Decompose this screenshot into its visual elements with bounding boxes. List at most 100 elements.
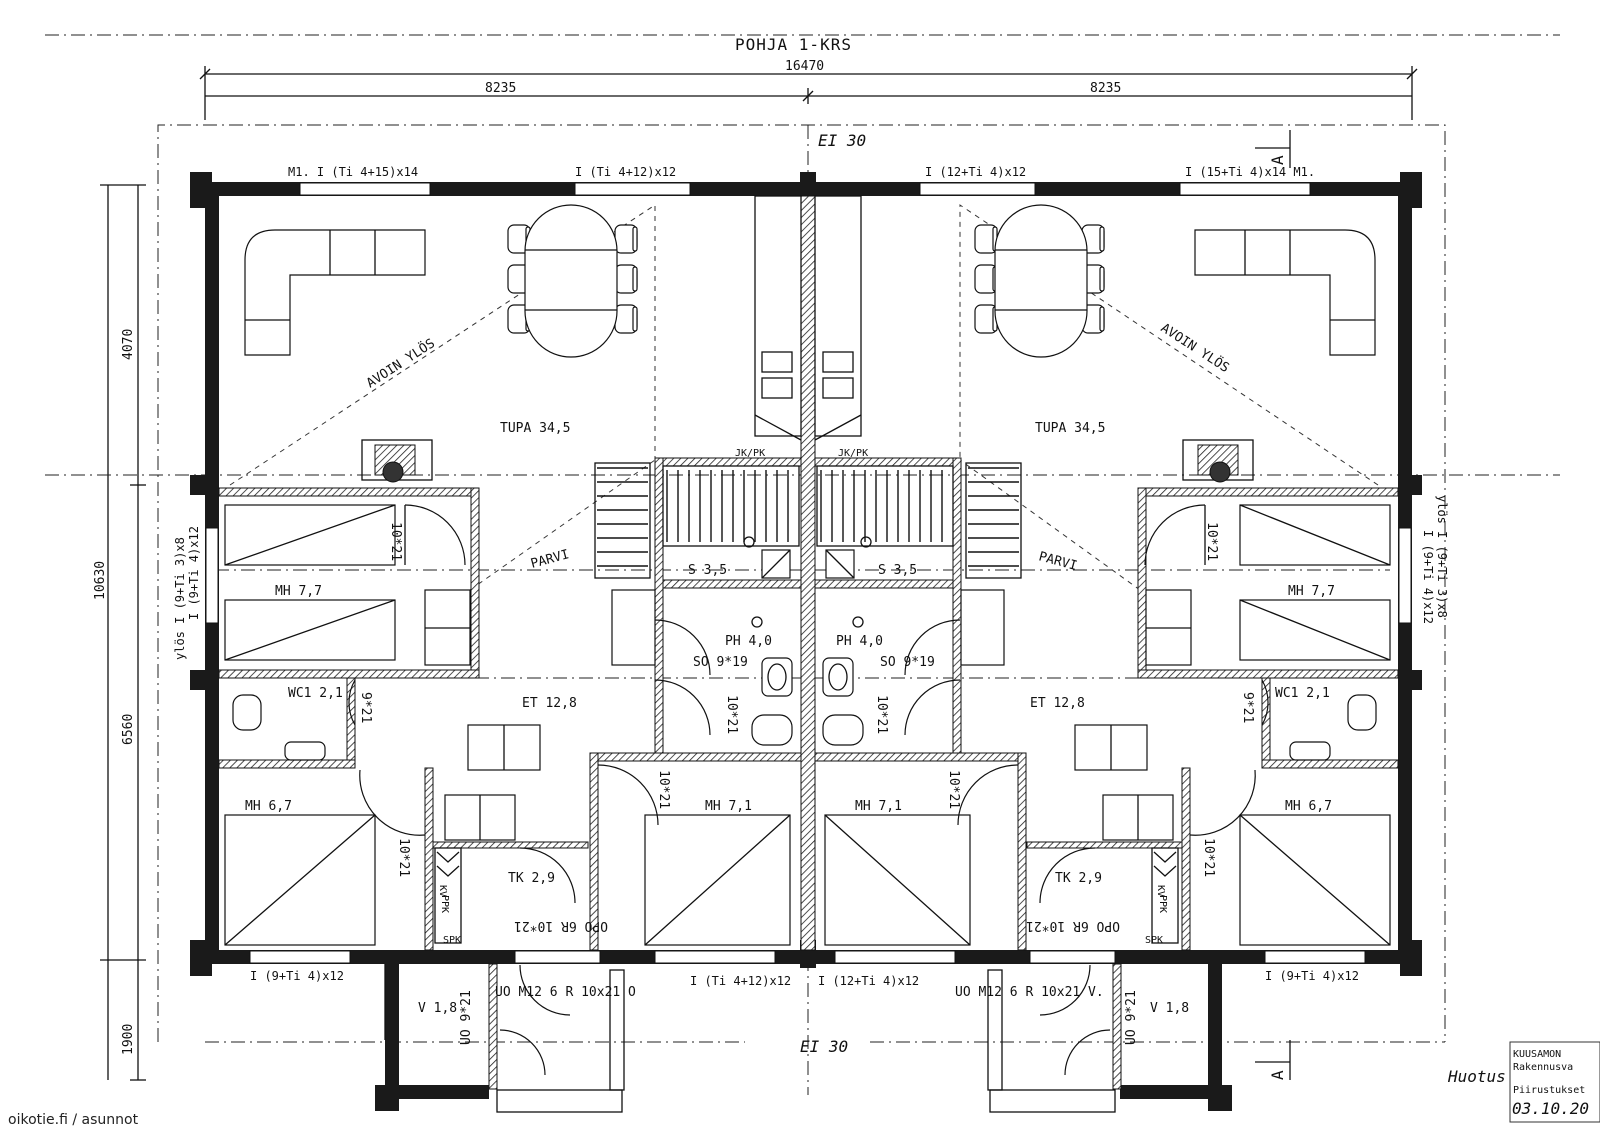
room-sauna-left: S 3,5	[688, 563, 727, 578]
wardrobes-and-tables	[424, 589, 1192, 841]
label-jkpk-left: JK/PK	[735, 448, 765, 459]
firewall-label-top: EI 30	[818, 131, 866, 150]
room-mh-lower-right: MH 6,7	[1285, 799, 1332, 814]
label-kv-left: KV	[437, 885, 448, 897]
window-label-side-right-b: ylös I (9+Ti 3)x8	[1435, 495, 1449, 618]
label-jkpk-right: JK/PK	[838, 448, 868, 459]
door-label-v-left: UO 9*21	[459, 990, 474, 1045]
door-label-mh-mid-right: 10*21	[946, 770, 961, 809]
firewall-label-bottom: EI 30	[800, 1037, 848, 1056]
door-label-so-right: SO 9*19	[880, 655, 935, 670]
room-mh-upper-left: MH 7,7	[275, 584, 322, 599]
dimension-porch: 1900	[121, 1024, 136, 1055]
watermark: oikotie.fi / asunnot	[8, 1112, 139, 1128]
door-label-mh-lower-right: 10*21	[1201, 838, 1216, 877]
door-label-wc-right: 9*21	[1240, 692, 1255, 723]
interior-walls	[218, 457, 1399, 951]
room-sauna-right: S 3,5	[878, 563, 917, 578]
door-label-entry-right: UO M12 6 R 10x21 V.	[955, 985, 1104, 1000]
plan-title: POHJA 1-KRS	[735, 35, 852, 54]
door-label-2: 10*21	[1204, 522, 1219, 561]
door-label-mh-lower-left: 10*21	[396, 838, 411, 877]
stamp-date: 03.10.20	[1512, 1099, 1589, 1118]
stamp-signature: Huotus	[1447, 1067, 1506, 1086]
stamp-line-1: KUUSAMON	[1513, 1049, 1561, 1060]
stamp-line-2: Rakennusva	[1513, 1062, 1573, 1073]
room-tupa-right: TUPA 34,5	[1035, 421, 1105, 436]
section-markers	[1255, 130, 1291, 1080]
door-label-mh-mid-left: 10*21	[656, 770, 671, 809]
fireplace-left	[361, 439, 433, 483]
room-mh-upper-right: MH 7,7	[1288, 584, 1335, 599]
room-mh-lower-left: MH 6,7	[245, 799, 292, 814]
room-mh-mid-right: MH 7,1	[855, 799, 902, 814]
open-to-above-lines	[229, 204, 1379, 591]
sofa-left	[244, 229, 426, 356]
door-label-wc-left: 9*21	[358, 692, 373, 723]
stairs	[594, 462, 1022, 579]
sofa-right	[1194, 229, 1376, 356]
room-et-left: ET 12,8	[522, 696, 577, 711]
dining-table-right	[974, 204, 1105, 358]
label-ppk-left: PPK	[439, 895, 450, 913]
room-tk-left: TK 2,9	[508, 871, 555, 886]
door-label-v-right: UO 9*21	[1124, 990, 1139, 1045]
door-label-closet-left: OPO 6R 10*21	[514, 918, 608, 933]
dining-table-left	[507, 204, 638, 358]
door-label-so-left: SO 9*19	[693, 655, 748, 670]
label-spk-right: SPK	[1145, 935, 1163, 946]
dimension-lines-top	[199, 66, 1418, 120]
room-ph-left: PH 4,0	[725, 634, 772, 649]
section-mark-top: A	[1268, 154, 1287, 165]
label-spk-left: SPK	[443, 935, 461, 946]
dimension-total-width: 16470	[785, 59, 824, 74]
window-label-bottom-3: I (12+Ti 4)x12	[818, 974, 919, 988]
dimension-depth-total: 10630	[93, 561, 108, 600]
closet-shelving	[434, 847, 1179, 944]
room-wc-left: WC1 2,1	[288, 686, 343, 701]
door-label-ph-right: 10*21	[874, 695, 889, 734]
room-ph-right: PH 4,0	[836, 634, 883, 649]
door-label-ph-left: 10*21	[724, 695, 739, 734]
window-label-top-3: I (12+Ti 4)x12	[925, 165, 1026, 179]
window-label-side-right-a: I (9+Ti 4)x12	[1421, 530, 1435, 624]
party-wall	[800, 195, 816, 951]
room-v-right: V 1,8	[1150, 1001, 1189, 1016]
room-et-right: ET 12,8	[1030, 696, 1085, 711]
room-tupa-left: TUPA 34,5	[500, 421, 570, 436]
dimension-left-half: 8235	[485, 81, 516, 96]
room-mh-mid-left: MH 7,1	[705, 799, 752, 814]
bathroom-fixtures	[232, 536, 1377, 761]
door-label-1: 10*21	[388, 522, 403, 561]
dimension-depth-lower: 6560	[121, 714, 136, 745]
fireplace-right	[1182, 439, 1254, 483]
dimension-depth-top: 4070	[121, 329, 136, 360]
window-label-side-left-b: I (9+Ti 4)x12	[187, 526, 201, 620]
window-label-bottom-1: I (9+Ti 4)x12	[250, 969, 344, 983]
dimension-lines-left	[100, 184, 146, 1081]
window-label-bottom-4: I (9+Ti 4)x12	[1265, 969, 1359, 983]
room-v-left: V 1,8	[418, 1001, 457, 1016]
kitchen-counters	[754, 195, 862, 441]
label-ppk-right: PPK	[1157, 895, 1168, 913]
window-label-top-2: I (Ti 4+12)x12	[575, 165, 676, 179]
stamp-line-3: Piirustukset	[1513, 1085, 1585, 1096]
door-label-entry-left: UO M12 6 R 10x21 O	[495, 985, 636, 1000]
section-mark-bottom: A	[1268, 1069, 1287, 1080]
label-open-up-left: AVOIN YLÖS	[363, 334, 438, 391]
door-label-closet-right: OPO 6R 10*21	[1026, 918, 1120, 933]
window-label-side-left-a: ylös I (9+Ti 3)x8	[173, 537, 187, 660]
window-label-top-4: I (15+Ti 4)x14 M1.	[1185, 165, 1315, 179]
room-wc-right: WC1 2,1	[1275, 686, 1330, 701]
approval-stamp	[1509, 1041, 1600, 1123]
window-openings	[205, 182, 1412, 964]
label-parvi-left: PARVI	[529, 547, 571, 572]
vestibules	[375, 963, 1232, 1113]
dimension-right-half: 8235	[1090, 81, 1121, 96]
beds	[224, 504, 1391, 946]
door-swings	[348, 504, 1269, 1076]
label-kv-right: KV	[1155, 885, 1166, 897]
window-label-top-1: M1. I (Ti 4+15)x14	[288, 165, 418, 179]
room-tk-right: TK 2,9	[1055, 871, 1102, 886]
